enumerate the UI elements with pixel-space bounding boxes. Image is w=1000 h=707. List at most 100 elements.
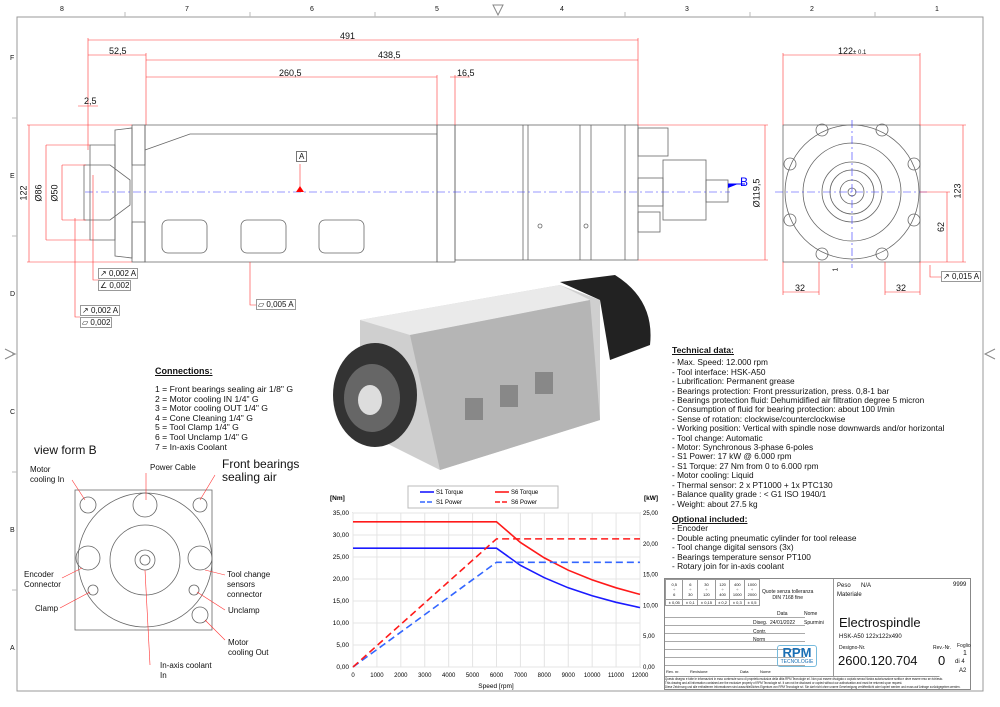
row-label: A <box>10 645 15 652</box>
sheets-count: 4 <box>961 659 965 665</box>
dim-52-5: 52,5 <box>109 46 127 56</box>
row-label: C <box>10 409 16 416</box>
drawing-number: 2600.120.704 <box>838 653 918 668</box>
dim-32-right: 32 <box>896 283 907 293</box>
label-unclamp: Unclamp <box>228 606 260 615</box>
runout-icon: ↗ <box>82 306 89 315</box>
y-tick-label: 35,00 <box>333 510 350 517</box>
x-tick-label: 5000 <box>466 673 480 679</box>
optional-title: Optional included: <box>672 513 748 524</box>
technical-title: Technical data: <box>672 345 734 355</box>
code-value: 9999 <box>953 582 967 588</box>
drawing-author: Spurmini <box>804 620 824 626</box>
rev-label: Rev.-Nr. <box>933 645 951 651</box>
tolerance-range: 0,5 ÷ 6 <box>664 579 684 600</box>
disclaimer-it: Questo disegno e tutte le informazioni i… <box>665 677 944 681</box>
dim-32-left: 32 <box>795 283 806 293</box>
label-motor-cooling-out: Motor cooling Out <box>228 638 269 657</box>
y-tick-label: 15,00 <box>333 598 350 605</box>
technical-item: - Bearings protection: Front pressurizat… <box>672 385 890 396</box>
sheet-format: A2 <box>959 668 967 674</box>
logo-text: RPM <box>782 645 812 660</box>
x-tick-label: 6000 <box>490 673 504 679</box>
y-tick-label: 25,00 <box>333 554 350 561</box>
technical-item: - Lubrification: Permanent grease <box>672 376 795 387</box>
tolerance-runout: ↗ 0,002 A <box>98 268 139 279</box>
col-label: 7 <box>185 6 189 13</box>
optional-item: - Bearings temperature sensor PT100 <box>672 551 811 562</box>
peso-value: N/A <box>861 583 872 589</box>
disclaimer: Questo disegno e tutte le informazioni i… <box>665 676 960 690</box>
x-tick-label: 12000 <box>632 673 649 679</box>
tolerance-flatness: ▱ 0,002 <box>80 317 113 328</box>
col-label: 5 <box>435 6 439 13</box>
y-axis-label: [Nm] <box>330 495 345 502</box>
connection-item: 7 = In-axis Coolant <box>155 441 227 452</box>
tol-ref: A <box>973 272 980 281</box>
technical-item: - Tool interface: HSK-A50 <box>672 366 766 377</box>
label-tool-change-sensors: Tool change sensors connector <box>227 570 271 599</box>
rev-header: Revisione <box>690 669 708 674</box>
diseg-label: Diseg. <box>753 620 768 626</box>
y2-tick-label: 5,00 <box>643 634 655 640</box>
y-tick-label: 20,00 <box>333 576 350 583</box>
tolerance-value: ± 0,5 <box>744 599 760 606</box>
legend-label: S6 Torque <box>511 490 539 496</box>
connection-item: 5 = Tool Clamp 1/4" G <box>155 422 239 433</box>
rpm-logo: RPM TECNOLOGIE <box>777 645 817 667</box>
series-s6-torque <box>353 520 641 596</box>
series-s1-torque <box>353 547 641 609</box>
tol-ref: A <box>112 306 119 315</box>
dim-16-5: 16,5 <box>457 68 475 78</box>
x-tick-label: 9000 <box>562 673 576 679</box>
tol-value: 0,015 <box>951 272 972 281</box>
dim-value: 122 <box>838 46 854 56</box>
date-header: Data <box>777 611 788 617</box>
dim-width-122: 122± 0.1 <box>838 46 866 56</box>
rev-header: Nome <box>760 669 771 674</box>
technical-item: - Consumption of fluid for bearing prote… <box>672 404 895 415</box>
spindle-3d-render <box>333 275 651 470</box>
label-encoder-connector: Encoder Connector <box>24 570 61 589</box>
optional-item: - Rotary join for in-axis coolant <box>672 560 785 571</box>
runout-icon: ↗ <box>100 269 107 278</box>
technical-item: - Motor cooling: Liquid <box>672 470 754 481</box>
connections-list: Connections: 1 = Front bearings sealing … <box>155 366 293 452</box>
y2-tick-label: 15,00 <box>643 573 659 579</box>
connections-title: Connections: <box>155 366 213 376</box>
x-axis-label: Speed [rpm] <box>478 683 514 690</box>
dim-tolerance: ± 0.1 <box>853 50 867 56</box>
sheet-value: 1 <box>963 650 967 657</box>
label-front-bearings-air: Front bearings sealing air <box>222 457 300 484</box>
x-tick-label: 1000 <box>370 673 384 679</box>
rev-value: 0 <box>938 653 946 668</box>
norm-label: Norm <box>753 637 766 643</box>
logo-sub: TECNOLOGIE <box>780 659 814 665</box>
legend-label: S1 Torque <box>436 490 464 496</box>
label-in-axis-coolant: In-axis coolant In <box>160 661 212 680</box>
technical-item: - Bearings protection fluid: Dehumidifie… <box>672 395 925 406</box>
tolerance-runout-2: ↗ 0,002 A <box>80 305 121 316</box>
drawing-title: Electrospindle <box>839 615 921 630</box>
connection-item: 3 = Motor cooling OUT 1/4" G <box>155 403 268 414</box>
tol-value: 0,002 <box>90 318 111 327</box>
tolerance-value: ± 0,15 <box>697 599 716 606</box>
x-tick-label: 0 <box>351 673 355 679</box>
tol-value: 0,002 <box>108 269 129 278</box>
technical-item: - Thermal sensor: 2 x PT1000 + 1x PTC130 <box>672 479 833 490</box>
dim-260-5: 260,5 <box>279 68 302 78</box>
y-tick-label: 5,00 <box>336 642 349 649</box>
row-label: B <box>10 527 15 534</box>
technical-data: Technical data: - Max. Speed: 12.000 rpm… <box>672 345 944 571</box>
row-label: F <box>10 55 15 62</box>
drawing-date: 24/01/2022 <box>770 620 796 626</box>
drawing-no-label: Designo-Nr. <box>839 645 866 651</box>
series-s1-power <box>352 561 640 668</box>
y-tick-label: 10,00 <box>333 620 350 627</box>
tol-value: 0,005 <box>266 300 287 309</box>
connection-item: 6 = Tool Unclamp 1/4" G <box>155 431 248 442</box>
dim-2-5: 2,5 <box>84 96 97 106</box>
